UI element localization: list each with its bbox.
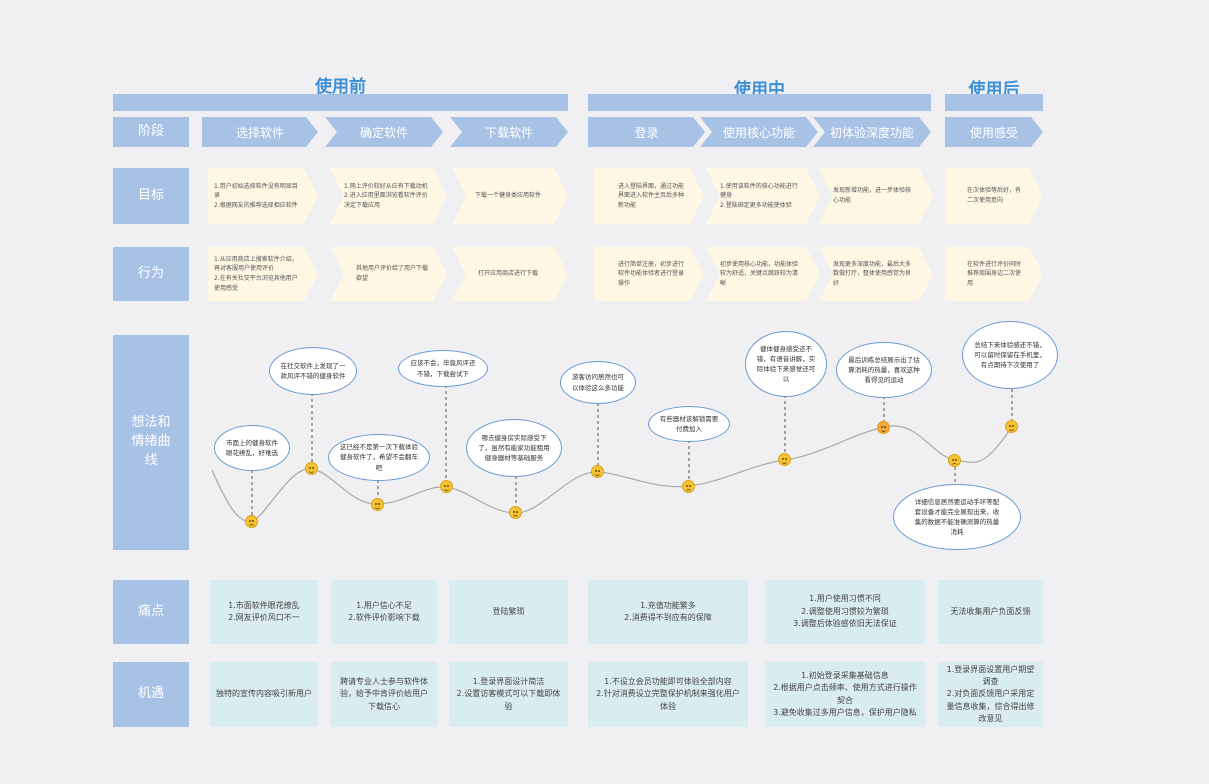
stage-usage-feeling: 使用感受	[945, 117, 1043, 147]
phase-bar-before	[113, 94, 568, 111]
thought-bubble-8: 健体健身感受还不错，有语音讲解，实际体验下来感觉还可以	[745, 331, 827, 397]
pain-6: 无法收集用户负面反馈	[938, 580, 1043, 644]
emoji-happy-3	[371, 498, 384, 511]
emoji-sad-5	[509, 506, 522, 519]
emoji-happy-2	[305, 462, 318, 475]
goal-4: 进入登陆界面，通过功能界面进入软件主页后多种新功能	[594, 168, 704, 224]
thought-bubble-10: 详细信息居然要运动手环等配套设备才能完全展现出来，收集的数据不能准确测算的热量消…	[893, 484, 1021, 550]
phase-bar-after	[945, 94, 1043, 111]
emoji-happy-8	[778, 453, 791, 466]
behavior-4: 进行简单注册，初步进行软件功能体验者进行登录操作	[594, 247, 704, 301]
behavior-7: 在软件进行评价同时推荐周围身边二次使用	[945, 247, 1043, 301]
stage-deep-function: 初体验深度功能	[813, 117, 931, 147]
behavior-2: 其他用户评价给了用户下载欲望	[330, 247, 447, 301]
opportunity-1: 独特的宣传内容吸引新用户	[210, 662, 318, 727]
phase-title-before: 使用前	[315, 77, 366, 97]
opportunity-5: 1.初始登录采集基础信息 2.根据用户点击频率、使用方式进行操作契合 3.避免收…	[765, 662, 925, 727]
pain-3: 登陆繁琐	[449, 580, 568, 644]
emoji-happy-11	[1005, 420, 1018, 433]
emoji-happy-4	[440, 480, 453, 493]
goal-7: 在次体验等后好，有二次使用意向	[945, 168, 1043, 224]
thought-bubble-5: 哪去健身房实际感受下了，虽然有能家功能租用健身器材等基础服务	[466, 419, 562, 477]
emoji-happy-6	[591, 465, 604, 478]
opportunity-3: 1.登录界面设计简洁 2.设置访客模式可以下载即体验	[449, 662, 568, 727]
stage-confirm-software: 确定软件	[325, 117, 443, 147]
thought-bubble-7: 有些器材该解锁需要付费加入	[648, 406, 730, 442]
thought-bubble-6: 游客访问居然也可以体验这么多功能	[560, 361, 636, 404]
behavior-5: 初步使用核心功能，功能体验较为舒适，关键点跳跃较为清晰	[706, 247, 820, 301]
goal-2: 1.网上评价较好从应有下载动机 2.进入应用里面浏览看软件评价决定下载应用	[330, 168, 447, 224]
stage-core-function: 使用核心功能	[700, 117, 818, 147]
goal-1: 1.用户初始选择软件没有明显目录 2.根据网友的推荐选择相应软件	[208, 168, 318, 224]
thought-bubble-3: 这已经不是第一次下载体验健身软件了，希望不会翻车吧	[328, 434, 430, 481]
emoji-happy-9	[877, 421, 890, 434]
behavior-6: 发现更多深度功能，最后大多数做打疗，整体使用感觉为良好	[819, 247, 933, 301]
pain-2: 1.用户信心不足 2.软件评价影响下载	[331, 580, 437, 644]
opportunity-2: 聘请专业人士参与软件体验，给予中肯评价给用户下载信心	[331, 662, 437, 727]
emoji-sad-7	[682, 480, 695, 493]
stage-select-software: 选择软件	[202, 117, 318, 147]
row-head-behavior: 行为	[113, 247, 189, 301]
row-head-stage: 阶段	[113, 117, 189, 147]
row-head-goal: 目标	[113, 168, 189, 224]
row-head-emotion: 想法和情绪曲线	[113, 335, 189, 550]
goal-3: 下载一个健身类应用软件	[452, 168, 568, 224]
pain-5: 1.用户使用习惯不同 2.调整使用习惯较为繁琐 3.调整后体验感依旧无法保证	[765, 580, 925, 644]
opportunity-4: 1.不设立会员功能即可体验全部内容 2.针对消费设立完整保护机制来强化用户体验	[588, 662, 748, 727]
opportunity-6: 1.登录界面设置用户期望调查 2.对负面反馈用户采用定量信息收集，综合得出修改意…	[938, 662, 1043, 727]
stage-login: 登录	[588, 117, 705, 147]
emoji-sad-10	[948, 454, 961, 467]
thought-bubble-4: 应该不会，毕竟风评还不错，下载尝试下	[398, 350, 488, 387]
behavior-1: 1.从应用商店上搜索软件介绍，再对客服用户使用评价 2.在有关社交平台浏览其他用…	[208, 247, 318, 301]
pain-1: 1.市面软件眼花缭乱 2.网友评价风口不一	[210, 580, 318, 644]
pain-4: 1.充值功能繁多 2.消费得不到应有的保障	[588, 580, 748, 644]
phase-bar-during	[588, 94, 931, 111]
thought-bubble-2: 在社交软件上发现了一款风评不错的健身软件	[269, 347, 357, 395]
row-head-pain: 痛点	[113, 580, 189, 644]
goal-5: 1.使用该软件的核心功能进行健身 2.登陆绑定更多功能使体验	[706, 168, 820, 224]
row-head-opportunity: 机遇	[113, 662, 189, 727]
stage-download-software: 下载软件	[450, 117, 568, 147]
thought-bubble-1: 市面上的健身软件眼花缭乱，好难选	[214, 425, 290, 471]
goal-6: 发现新增功能，进一步体验核心功能	[819, 168, 933, 224]
thought-bubble-9: 最后训练总结展示出了估算消耗的热量，喜欢这种看得见的运动	[836, 342, 932, 398]
behavior-3: 打开应用商店进行下载	[452, 247, 568, 301]
thought-bubble-11: 总结下来体验感还不错，可以留时保留在手机里，有点期待下次使用了	[962, 321, 1058, 389]
emoji-sad-1	[245, 515, 258, 528]
